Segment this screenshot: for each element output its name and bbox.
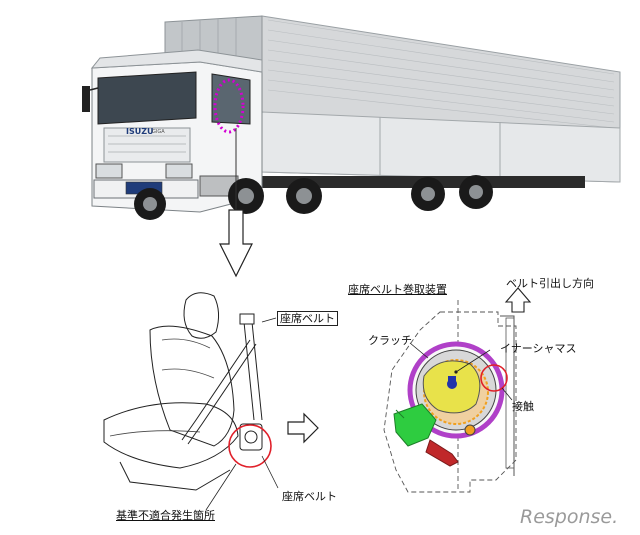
nonconformity-label: 基準不適合発生箇所 — [116, 509, 215, 522]
grille-brand: ISUZU — [126, 127, 154, 136]
pull-direction-label: ベルト引出し方向 — [506, 277, 594, 290]
hollow-right-arrow-icon — [287, 412, 319, 444]
contact-marker-circle — [480, 364, 508, 392]
inertia-mass-label: イナーシャマス — [500, 342, 577, 355]
hollow-down-arrow-icon — [219, 209, 253, 278]
truck-wheels — [134, 175, 493, 220]
contact-label: 接触 — [512, 400, 534, 413]
seatbelt-location-highlight — [213, 78, 245, 134]
retractor-marker-circle — [228, 424, 272, 468]
cab-side-text: GIGA — [152, 129, 165, 135]
seat-belt-label-top: 座席ベルト — [277, 311, 338, 326]
hollow-up-arrow-icon — [504, 287, 532, 313]
clutch-label: クラッチ — [368, 334, 412, 347]
seat-belt-label-bottom: 座席ベルト — [282, 490, 337, 503]
response-watermark: Response. — [520, 506, 619, 528]
retractor-title: 座席ベルト巻取装置 — [348, 283, 447, 296]
